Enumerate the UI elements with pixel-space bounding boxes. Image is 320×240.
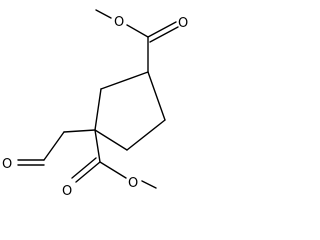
structure-diagram: O O O O O	[2, 9, 188, 199]
bottom-ester-group: O O	[62, 129, 157, 199]
bond-o-methyl-bottom	[141, 180, 157, 189]
ring-bond-c5-c1	[94, 129, 128, 151]
double-bond-top-a	[147, 21, 177, 38]
ring-bond-c4-c5	[126, 119, 166, 151]
atom-o-ester-top: O	[114, 15, 124, 30]
top-ester-group: O O	[95, 9, 188, 73]
atom-o-carbonyl-top: O	[178, 16, 188, 31]
atom-o-aldehyde: O	[2, 157, 12, 172]
bond-carbonyl-o-ester-bottom	[99, 161, 127, 179]
bond-o-methyl-top	[95, 9, 112, 19]
bond-carbonyl-o-ester-top	[126, 24, 149, 38]
bond-ch2-cho	[43, 131, 65, 161]
aldehyde-chain: O	[2, 129, 96, 172]
double-bond-bottom-a	[75, 161, 101, 183]
atom-o-ester-bottom: O	[128, 176, 138, 191]
double-bond-top-b	[149, 26, 179, 43]
ring-bond-c2-c3	[100, 71, 149, 90]
bond-c1-carbonyl-bottom	[94, 129, 101, 163]
cyclopentane-ring	[94, 71, 166, 151]
double-bond-bottom-b	[71, 157, 97, 179]
ring-bond-c3-c4	[147, 71, 166, 121]
ring-bond-c1-c2	[94, 88, 102, 131]
atom-o-carbonyl-bottom: O	[62, 184, 72, 199]
bond-c1-ch2	[63, 129, 96, 133]
